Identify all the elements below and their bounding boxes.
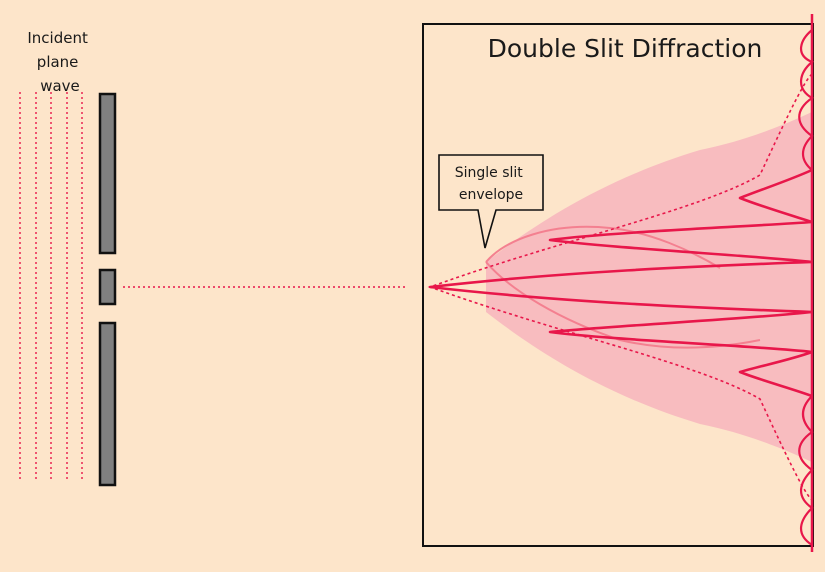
envelope-callout: Single slit envelope: [438, 154, 544, 249]
incident-wavefronts: [19, 92, 83, 480]
incident-label-line-3: wave: [40, 77, 80, 95]
envelope-dashed-outline: [427, 73, 813, 501]
upper-fringe-1: [548, 220, 813, 264]
callout-label-line-1: Single slit: [455, 165, 524, 181]
upper-fringe-2: [738, 168, 813, 224]
lower-fringe-1: [548, 310, 813, 354]
callout-label-line-2: envelope: [459, 187, 523, 203]
incident-label-line-1: Incident: [27, 29, 88, 47]
barrier-top-segment: [98, 92, 117, 255]
lower-fringe-2: [738, 350, 813, 398]
envelope-fill: [486, 112, 812, 462]
diagram-title: Double Slit Diffraction: [488, 34, 763, 63]
incident-label: Incident plane wave: [27, 29, 92, 95]
barrier-bottom-segment: [98, 321, 117, 487]
incident-label-line-2: plane: [37, 53, 79, 71]
callout-label: Single slit envelope: [455, 165, 528, 203]
barrier-middle-segment: [98, 268, 117, 306]
slit-barrier: [98, 92, 117, 487]
callout-box: [438, 154, 544, 249]
